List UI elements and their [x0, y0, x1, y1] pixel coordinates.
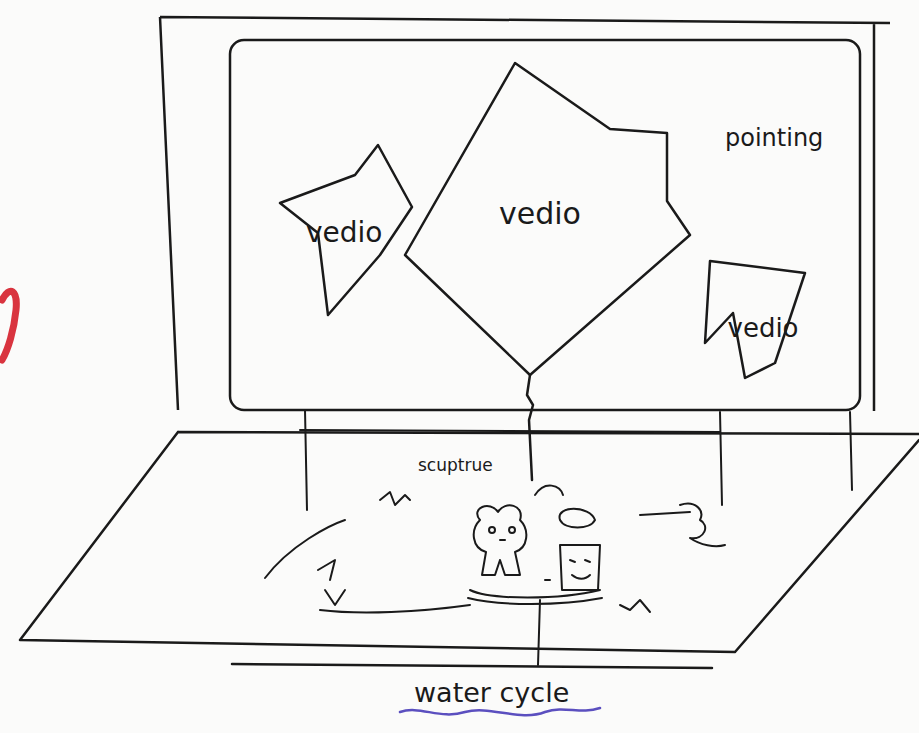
wall-label: pointing — [725, 125, 823, 151]
floor-arc — [320, 605, 470, 612]
wall-inner — [230, 40, 860, 410]
video-screen: vedio — [280, 145, 412, 315]
video-label: vedio — [728, 314, 799, 343]
floor-line — [538, 600, 540, 665]
wall-frame: pointing vedio vedio vedio — [158, 15, 890, 427]
floor-label: water cycle — [414, 678, 569, 708]
video-shape — [705, 261, 805, 378]
sculpture-label: scuptrue — [418, 456, 493, 475]
sculpture-doodle — [318, 486, 725, 612]
water-wave — [400, 708, 600, 715]
floor-edge — [232, 664, 712, 668]
red-mark — [2, 291, 16, 360]
support-line — [300, 410, 852, 510]
video-shape — [280, 145, 412, 315]
video-shape — [405, 63, 690, 375]
wall-outer — [160, 17, 890, 411]
video-screen: vedio — [705, 253, 815, 395]
video-screen: vedio — [405, 63, 695, 393]
video-label: vedio — [499, 197, 581, 230]
video-label: vedio — [306, 218, 382, 249]
floor-arc — [640, 512, 690, 515]
floor-outline — [20, 432, 919, 652]
hanging-line — [527, 375, 533, 480]
